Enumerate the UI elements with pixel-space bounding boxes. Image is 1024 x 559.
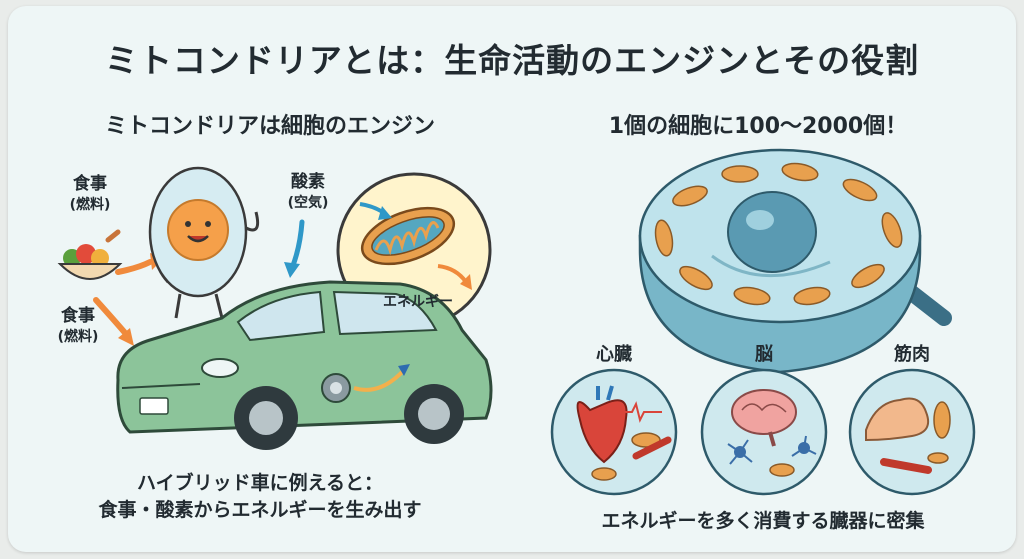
oxygen-arrow	[284, 219, 305, 278]
brain-icon	[731, 389, 797, 447]
oxygen-label-sub: (空気)	[287, 195, 329, 211]
heart-circle	[550, 368, 678, 496]
organ-label-muscle: 筋肉	[894, 344, 930, 365]
food-label-bottom: 食事 (燃料)	[38, 306, 118, 348]
mitochondria-icon	[360, 206, 456, 266]
mitochondria-cluster	[654, 162, 903, 306]
hybrid-car-illustration	[57, 166, 493, 450]
hybrid-car-icon	[116, 280, 493, 450]
oxygen-label-main: 酸素	[291, 172, 325, 192]
organ-label-brain: 脳	[755, 344, 773, 365]
cell-character	[148, 166, 260, 319]
organ-label-heart: 心臓	[596, 344, 632, 365]
page-title: ミトコンドリアとは：生命活動のエンジンとその役割	[104, 41, 920, 80]
right-heading: 1個の細胞に100〜2000個！	[608, 114, 908, 139]
engine-icon	[321, 373, 351, 403]
neuron-icon	[727, 435, 817, 465]
left-caption-line2: 食事・酸素からエネルギーを生み出す	[98, 499, 422, 521]
left-caption-line1: ハイブリッド車に例えると：	[136, 472, 384, 494]
food-label-top-main: 食事	[73, 174, 107, 194]
left-caption: ハイブリッド車に例えると： 食事・酸素からエネルギーを生み出す	[20, 470, 500, 524]
heart-icon	[576, 385, 628, 464]
muscle-circle	[848, 368, 976, 496]
food-arrow-lower	[93, 297, 134, 346]
food-label-bottom-main: 食事	[61, 306, 95, 326]
energy-label: エネルギー	[383, 294, 453, 310]
food-label-top: 食事 (燃料)	[50, 174, 130, 216]
brain-circle	[700, 368, 828, 496]
food-label-top-sub: (燃料)	[69, 197, 111, 213]
muscle-icon	[865, 397, 930, 442]
left-heading: ミトコンドリアは細胞のエンジン	[104, 114, 435, 139]
right-caption: エネルギーを多く消費する臓器に密集	[601, 510, 925, 532]
oxygen-label: 酸素 (空気)	[268, 172, 348, 214]
food-label-bottom-sub: (燃料)	[57, 329, 99, 345]
food-bowl-icon	[57, 229, 123, 280]
cell-illustration	[550, 148, 976, 496]
